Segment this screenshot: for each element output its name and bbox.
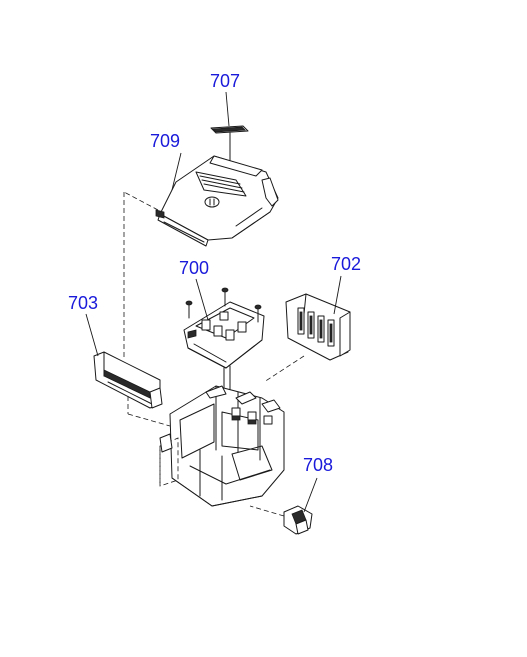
part-700-print-head xyxy=(183,278,265,393)
part-703-bracket xyxy=(85,313,171,427)
part-709-cover xyxy=(123,152,279,360)
part-label-707: 707 xyxy=(210,71,241,91)
part-707-plate xyxy=(210,91,249,169)
part-label-709: 709 xyxy=(150,131,181,151)
part-702-connector xyxy=(263,275,351,383)
part-label-700: 700 xyxy=(179,258,210,278)
part-708-lever xyxy=(249,477,318,535)
carriage-frame xyxy=(159,385,285,507)
part-label-703: 703 xyxy=(68,293,99,313)
part-label-708: 708 xyxy=(303,455,334,475)
part-label-702: 702 xyxy=(331,254,362,274)
